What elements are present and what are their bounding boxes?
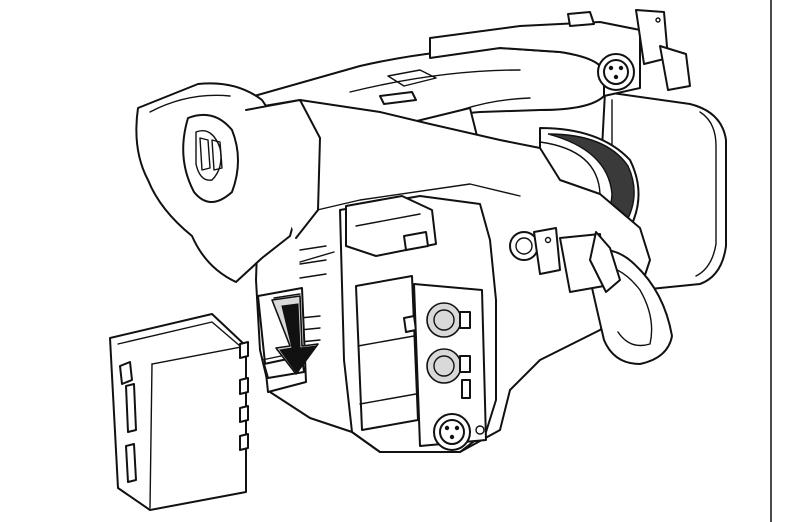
connector-ports — [426, 302, 471, 399]
handle-top-unit — [429, 9, 691, 97]
rear-panel — [339, 195, 497, 453]
hand-strap-icon — [559, 231, 673, 365]
xlr-connector-rear-icon — [433, 413, 485, 451]
xlr-connector-icon — [597, 53, 635, 91]
side-dial — [509, 227, 561, 275]
down-arrow-icon — [271, 293, 319, 375]
eyecup-icon — [135, 82, 321, 283]
battery-icon — [109, 313, 249, 511]
